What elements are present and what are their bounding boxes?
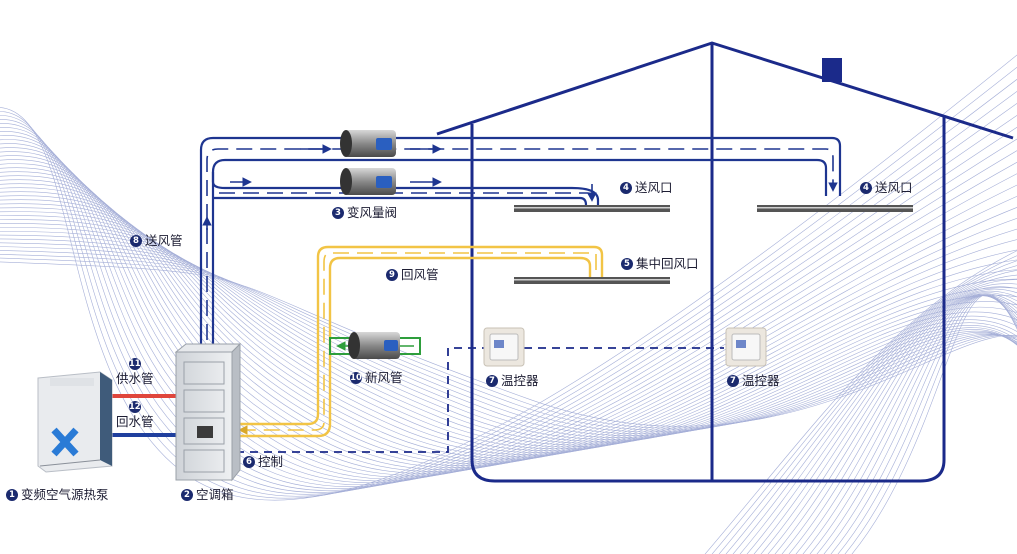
return-water-pipe: [110, 433, 176, 437]
marker-10: 10: [350, 372, 362, 384]
label-text: 变风量阀: [347, 205, 398, 220]
label-text: 温控器: [501, 373, 539, 388]
supply-diffuser-1: [514, 205, 670, 212]
label-text: 空调箱: [196, 487, 234, 502]
control-wiring: [236, 347, 724, 453]
marker-11: 11: [128, 358, 141, 370]
supply-diffuser-2: [757, 205, 913, 212]
label-text: 变频空气源热泵: [21, 487, 109, 502]
supply-water-pipe: [110, 394, 176, 398]
vav-damper-top: [340, 130, 396, 157]
marker-9: 9: [386, 269, 398, 281]
thermostat-2-device: [725, 327, 767, 367]
air-handling-unit: [174, 342, 242, 482]
label-text: 送风口: [875, 180, 913, 195]
house-outline: [436, 41, 1014, 483]
chimney: [822, 58, 842, 82]
label-text: 送风管: [145, 233, 183, 248]
label-text: 新风管: [365, 370, 403, 385]
marker-6: 6: [243, 456, 255, 468]
marker-2: 2: [181, 489, 193, 501]
return-flow-dashes: [238, 252, 597, 435]
heat-pump-unit: [37, 371, 113, 473]
return-air-duct: [230, 245, 604, 438]
label-text: 送风口: [635, 180, 673, 195]
marker-7: 7: [486, 375, 498, 387]
label-text: 温控器: [742, 373, 780, 388]
label-text: 回水管: [116, 414, 154, 429]
label-text: 供水管: [116, 371, 154, 386]
label-text: 回风管: [401, 267, 439, 282]
return-grille-strip: [514, 277, 670, 284]
marker-7b: 7: [727, 375, 739, 387]
supply-flow-arrows: [202, 144, 597, 230]
marker-8: 8: [130, 235, 142, 247]
marker-3: 3: [332, 207, 344, 219]
background-wave-pattern: [0, 54, 1017, 554]
marker-1: 1: [6, 489, 18, 501]
marker-5: 5: [621, 258, 633, 270]
label-text: 控制: [258, 454, 284, 469]
marker-12: 12: [128, 401, 141, 413]
vav-damper-bottom: [340, 168, 396, 195]
fresh-air-duct: [329, 332, 421, 359]
supply-air-duct: [199, 136, 842, 348]
thermostat-1-device: [483, 327, 525, 367]
label-text: 集中回风口: [636, 256, 699, 271]
marker-4b: 4: [860, 182, 872, 194]
marker-4: 4: [620, 182, 632, 194]
